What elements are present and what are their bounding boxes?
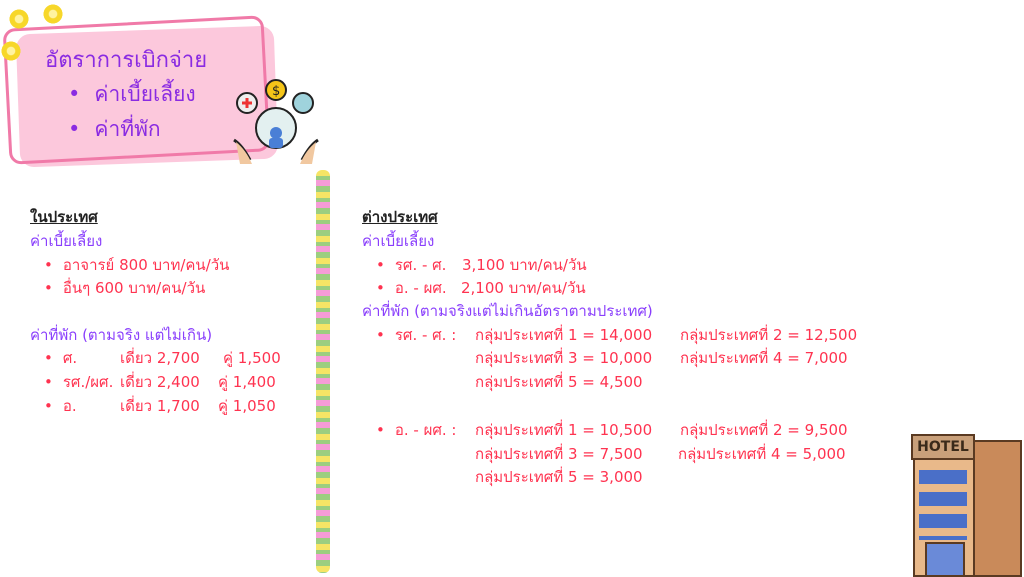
- country-group-rate: กลุ่มประเทศที่ 5 = 4,500: [475, 373, 643, 391]
- country-group-rate: กลุ่มประเทศที่ 4 = 7,000: [680, 349, 848, 367]
- domestic-lodging-rank: อ.: [44, 396, 77, 416]
- country-group-rate: กลุ่มประเทศที่ 1 = 10,500: [475, 421, 653, 439]
- abroad-allowance-value: 2,100 บาท/คน/วัน: [461, 279, 586, 297]
- money-hands-icon: $: [233, 79, 319, 164]
- country-group-rate: กลุ่มประเทศที่ 5 = 3,000: [475, 468, 643, 486]
- domestic-allowance-item: อาจารย์ 800 บาท/คน/วัน: [44, 255, 230, 275]
- country-group-rate: กลุ่มประเทศที่ 1 = 14,000: [475, 326, 653, 344]
- hotel-building-icon: HOTEL: [905, 430, 1022, 577]
- svg-text:$: $: [272, 84, 280, 99]
- domestic-lodging-double: คู่ 1,050: [218, 397, 276, 415]
- domestic-lodging-rank: ศ.: [44, 348, 77, 368]
- domestic-lodging-rank: รศ./ผศ.: [44, 372, 113, 392]
- domestic-lodging-double: คู่ 1,500: [223, 349, 281, 367]
- hotel-sign: HOTEL: [911, 434, 975, 460]
- page-title: อัตราการเบิกจ่าย: [45, 48, 208, 73]
- domestic-lodging-double: คู่ 1,400: [218, 373, 276, 391]
- domestic-lodging-title: ค่าที่พัก (ตามจริง แต่ไม่เกิน): [30, 326, 213, 344]
- country-group-rate: กลุ่มประเทศที่ 2 = 12,500: [680, 326, 858, 344]
- country-group-rate: กลุ่มประเทศที่ 2 = 9,500: [680, 421, 848, 439]
- domestic-lodging-single: เดี่ยว 1,700: [120, 397, 200, 415]
- abroad-allowance-value: 3,100 บาท/คน/วัน: [462, 256, 587, 274]
- abroad-heading: ต่างประเทศ: [362, 208, 438, 226]
- abroad-allowance-rank: รศ. - ศ.: [376, 255, 447, 275]
- abroad-allowance-rank: อ. - ผศ.: [376, 278, 447, 298]
- country-group-rate: กลุ่มประเทศที่ 4 = 5,000: [678, 445, 846, 463]
- flower-icon: [42, 3, 64, 25]
- flower-vine-divider: [316, 170, 330, 573]
- domestic-allowance-title: ค่าเบี้ยเลี้ยง: [30, 232, 103, 250]
- domestic-lodging-single: เดี่ยว 2,700: [120, 349, 200, 367]
- abroad-allowance-title: ค่าเบี้ยเลี้ยง: [362, 232, 435, 250]
- domestic-lodging-single: เดี่ยว 2,400: [120, 373, 200, 391]
- country-group-rate: กลุ่มประเทศที่ 3 = 7,500: [475, 445, 643, 463]
- abroad-lodging-title: ค่าที่พัก (ตามจริงแต่ไม่เกินอัตราตามประเ…: [362, 302, 653, 320]
- flower-icon: [8, 8, 30, 30]
- title-bullet-allowance: ค่าเบี้ยเลี้ยง: [68, 78, 195, 111]
- abroad-lodging-rank: อ. - ผศ. :: [376, 420, 457, 440]
- country-group-rate: กลุ่มประเทศที่ 3 = 10,000: [475, 349, 653, 367]
- domestic-heading: ในประเทศ: [30, 208, 98, 226]
- abroad-lodging-rank: รศ. - ศ. :: [376, 325, 456, 345]
- domestic-allowance-item: อื่นๆ 600 บาท/คน/วัน: [44, 278, 205, 298]
- title-bullet-lodging: ค่าที่พัก: [68, 113, 160, 146]
- flower-icon: [0, 40, 22, 62]
